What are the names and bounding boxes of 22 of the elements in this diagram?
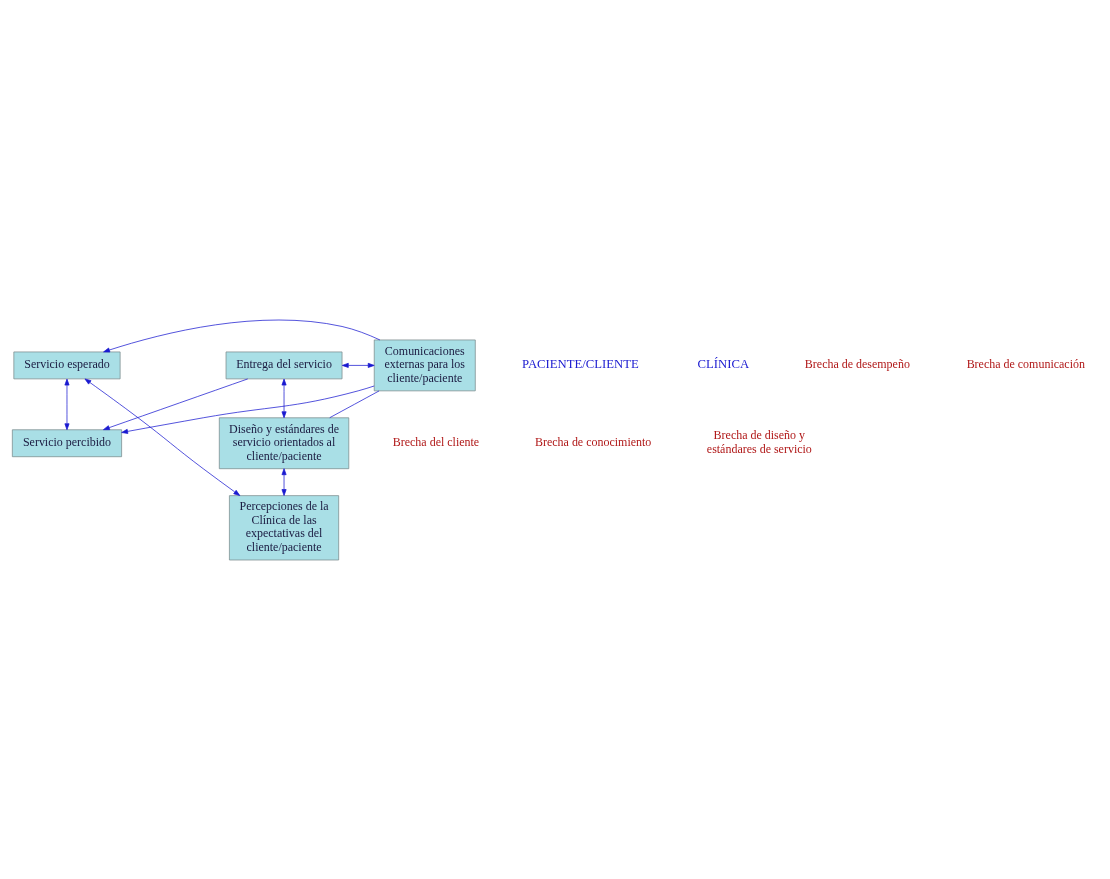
arrow: [103, 319, 381, 352]
label: Brecha del cliente: [392, 434, 480, 449]
label: Brecha de comunicación: [966, 356, 1085, 371]
label: Brecha de desempeño: [804, 356, 910, 371]
connector: [329, 390, 380, 418]
arrow: [84, 378, 241, 496]
label: Brecha de diseño y estándares de servicio: [706, 427, 812, 456]
node-box: Servicio percibido: [11, 428, 122, 457]
label: Brecha de conocimiento: [535, 434, 652, 449]
node-box: Entrega del servicio: [225, 351, 343, 379]
arrow: [281, 378, 287, 418]
arrow: [281, 467, 287, 496]
arrow: [103, 378, 249, 430]
arrow: [64, 378, 70, 430]
label: PACIENTE/CLIENTE: [522, 356, 639, 371]
node-box: Servicio esperado: [13, 351, 121, 379]
arrow: [121, 385, 375, 434]
arrow: [341, 362, 375, 368]
node-box: Diseño y estándares de servicio orientados al cliente/paciente: [218, 416, 350, 469]
label: CLÍNICA: [697, 356, 750, 371]
node-box: Percepciones de la Clínica de las expectativas del cliente/paciente: [229, 494, 340, 560]
node-box: Comunicaciones externas para los cliente/paciente: [373, 339, 476, 391]
